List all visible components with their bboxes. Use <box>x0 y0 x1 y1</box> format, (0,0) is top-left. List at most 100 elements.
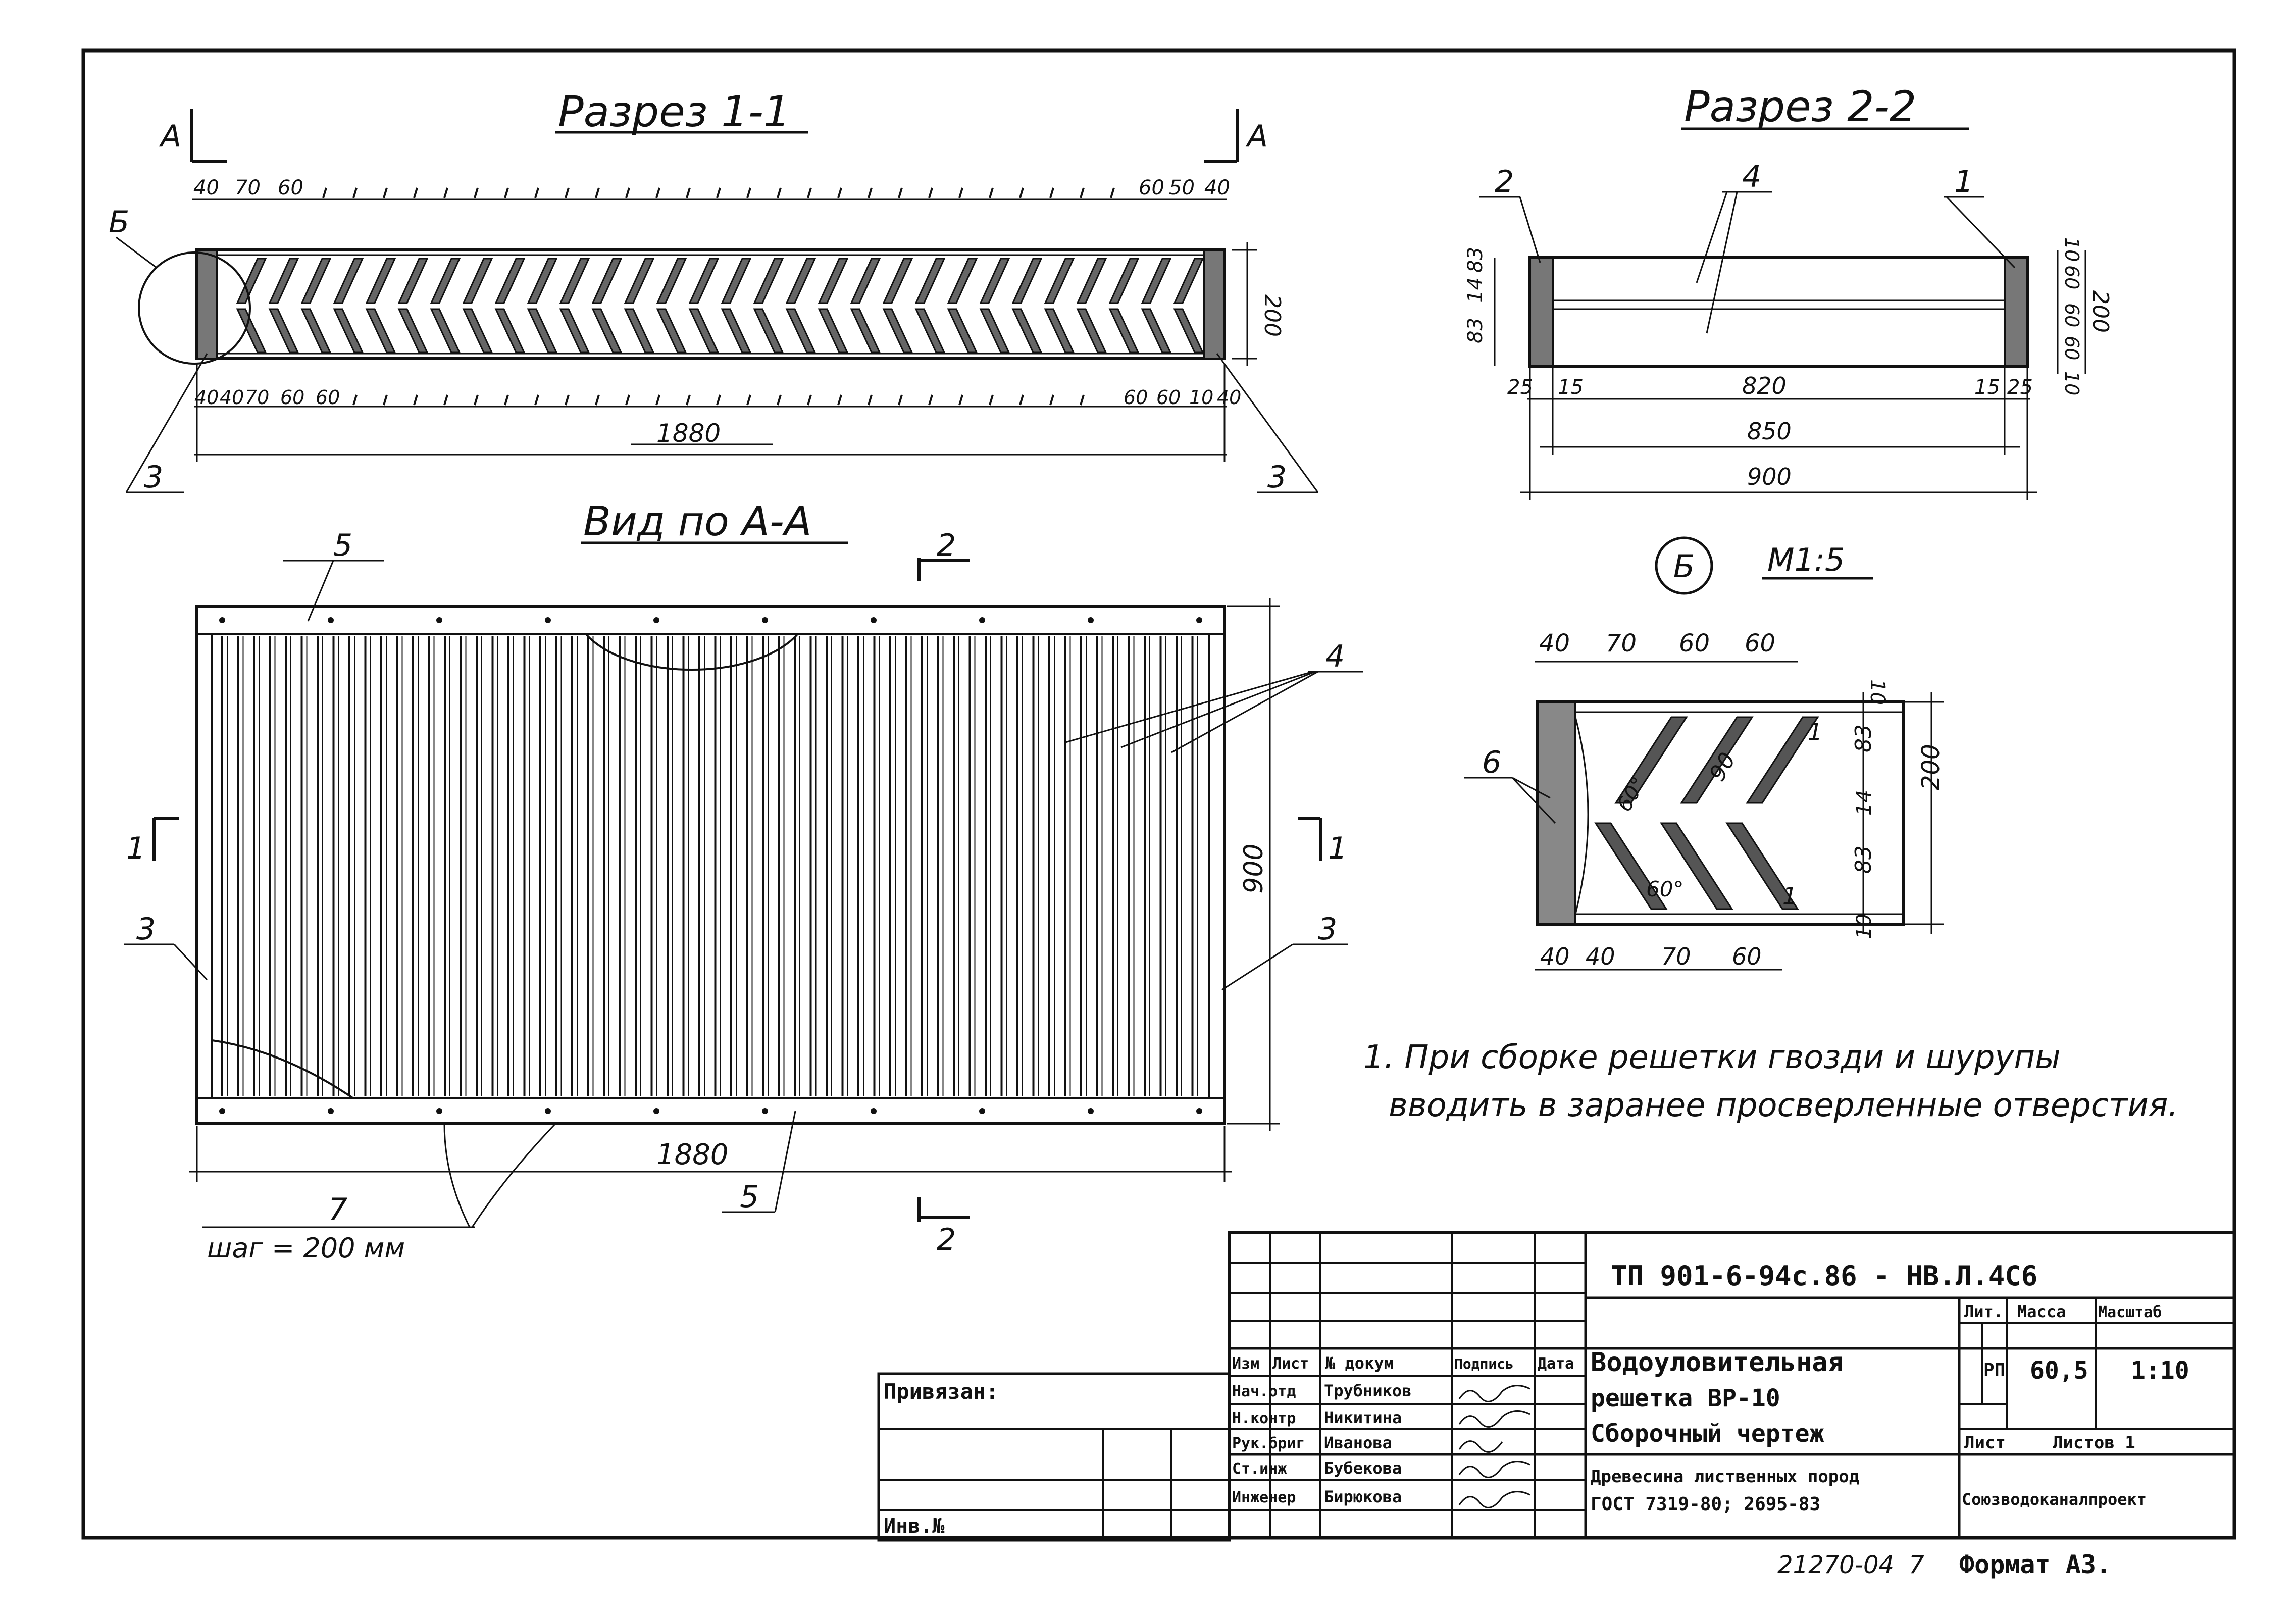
section-1-1-slat-upper <box>559 258 590 304</box>
section-1-1-dim-200: 200 <box>1259 294 1285 337</box>
det-angle-60b: 60° <box>1646 877 1683 901</box>
section-1-1-slat-lower <box>914 308 946 354</box>
detail-b-slat-lower <box>1660 822 1733 910</box>
tb-privyazan: Привязан: <box>884 1379 999 1404</box>
det-top-dim-70: 70 <box>1606 629 1637 658</box>
section-1-1-top-tick <box>837 187 842 198</box>
detail-b-label-circle <box>1655 536 1713 595</box>
s22-dim-900: 900 <box>1747 463 1792 490</box>
tb-header-podpis: Подпись <box>1454 1355 1514 1372</box>
callout-1-section: 1 <box>1954 164 1973 199</box>
tb-header-ndok: № докум <box>1325 1353 1394 1373</box>
section-1-1-bottom-tick <box>837 394 842 406</box>
s22-dim-850: 850 <box>1747 418 1792 445</box>
section-mark-2-bottom: 2 <box>937 1222 956 1257</box>
section-1-1-slat-upper <box>1173 258 1204 304</box>
view-aa-nail-bottom <box>653 1108 659 1114</box>
section-1-1-top-tick <box>383 187 388 198</box>
section-1-1-bottom-tick <box>474 394 479 406</box>
callout-4-view: 4 <box>1325 639 1345 674</box>
section-1-1-slat-lower <box>947 308 978 354</box>
section-1-1-slat-lower <box>850 308 881 354</box>
marker-a-right: А <box>1245 119 1268 154</box>
section-1-1-top-tick <box>625 187 630 198</box>
section-2-2-end-left <box>1529 257 1554 367</box>
view-aa-nail-top <box>1088 617 1094 623</box>
callout-4-section: 4 <box>1742 159 1761 194</box>
view-aa-frame <box>195 605 1226 1125</box>
s22-bot-dim-15b: 15 <box>1974 376 2000 399</box>
section-1-1-top-tick <box>655 187 660 198</box>
section-1-1-slat-upper <box>333 258 364 304</box>
sheet-frame <box>81 48 2236 1540</box>
section-1-1-top-tick <box>928 187 933 198</box>
section-1-1-bottom-tick <box>534 394 539 406</box>
view-aa-nail-bottom <box>219 1108 225 1114</box>
view-aa-nail-bottom <box>436 1108 442 1114</box>
section-1-1-slat-upper <box>1108 258 1140 304</box>
section-1-1-bottom-tick <box>383 394 388 406</box>
section-1-1-bot-dim-40b: 40 <box>220 386 244 409</box>
det-right-dim-10b: 10 <box>1853 914 1876 939</box>
section-1-1-top-tick <box>443 187 448 198</box>
section-1-1-top-dim-60b: 60 <box>1139 176 1164 199</box>
callout-3-right: 3 <box>1267 460 1287 495</box>
section-1-1-bot-dim-70: 70 <box>245 386 269 409</box>
section-mark-1-right: 1 <box>1328 831 1347 866</box>
section-1-1-slat-upper <box>1011 258 1043 304</box>
section-1-1-top-tick <box>989 187 994 198</box>
s22-left-dim-14: 14 <box>1464 277 1487 303</box>
tb-val-scale: 1:10 <box>2131 1356 2189 1385</box>
tb-material-2: ГОСТ 7319-80; 2695-83 <box>1591 1494 1820 1515</box>
det-bot-dim-40a: 40 <box>1540 943 1570 970</box>
tb-col-scale: Масштаб <box>2098 1303 2162 1321</box>
tb-sheet-number: 7 <box>1909 1551 1924 1579</box>
det-top-dim-40: 40 <box>1539 629 1570 658</box>
view-aa-dim-900: 900 <box>1239 843 1269 893</box>
tb-role-inzhener: Инженер <box>1232 1489 1296 1506</box>
section-1-1-slat-lower <box>979 308 1010 354</box>
tb-name-line3: Сборочный чертеж <box>1591 1420 1824 1448</box>
det-right-dim-83b: 83 <box>1851 845 1876 874</box>
section-1-1-slat-lower <box>527 308 558 354</box>
callout-7: 7 <box>328 1192 347 1227</box>
detail-b: Б М1:5 40 70 60 60 40 40 70 60 10 83 14 … <box>1464 536 1945 971</box>
section-1-1-slat-lower <box>1108 308 1140 354</box>
callout-5-top: 5 <box>333 528 352 563</box>
s22-right-dim-10a: 10 <box>2061 237 2083 262</box>
tb-signatures <box>1458 1385 1530 1508</box>
s22-bot-dim-15a: 15 <box>1558 376 1584 399</box>
section-1-1-slat-lower <box>397 308 429 354</box>
detail-b-slat-upper <box>1746 716 1819 804</box>
section-1-1-top-tick <box>1080 187 1085 198</box>
section-1-1-overall-1880: 1880 <box>656 419 721 448</box>
section-1-1-slat-lower <box>721 308 752 354</box>
callout-5-bottom: 5 <box>740 1179 759 1215</box>
section-1-1-bottom-tick <box>898 394 903 406</box>
view-aa-cutout-corner <box>212 1039 354 1099</box>
section-2-2-title: Разрез 2-2 <box>1684 82 1916 131</box>
view-aa-nail-bottom <box>979 1108 985 1114</box>
section-1-1-top-tick <box>534 187 539 198</box>
detail-b-end-block <box>1537 701 1576 925</box>
section-1-1-bottom-tick <box>413 394 418 406</box>
tb-doc-code: ТП 901-6-94с.86 - НВ.Л.4С6 <box>1611 1260 2037 1292</box>
section-1-1-slat-lower <box>236 308 267 354</box>
section-1-1-bottom-tick <box>777 394 782 406</box>
view-aa-nail-top <box>871 617 877 623</box>
section-1-1-bottom-tick <box>1019 394 1024 406</box>
view-aa-nail-bottom <box>871 1108 877 1114</box>
section-1-1-slat-upper <box>430 258 461 304</box>
section-1-1-bottom-tick <box>565 394 570 406</box>
section-1-1-top-tick <box>322 187 327 198</box>
section-1-1-top-tick <box>413 187 418 198</box>
det-bot-dim-70: 70 <box>1661 943 1691 970</box>
s22-right-dim-10b: 10 <box>2061 371 2083 395</box>
view-aa-nail-bottom <box>762 1108 768 1114</box>
detail-b-slat-lower <box>1725 822 1799 910</box>
section-1-1-bottom-repeat-marks <box>352 394 1085 406</box>
section-1-1-bot-dim-40: 40 <box>194 386 219 409</box>
section-1-1-slat-upper <box>785 258 817 304</box>
section-1-1-bottom-tick <box>1049 394 1054 406</box>
callout-2: 2 <box>1495 164 1514 199</box>
